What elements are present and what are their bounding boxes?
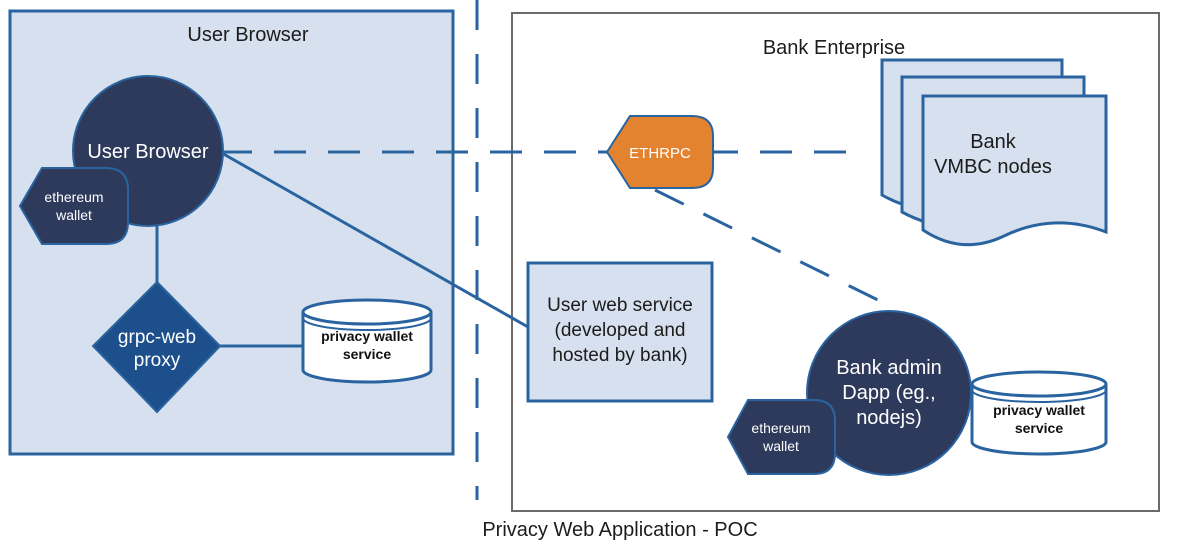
browser-to-web-service-link xyxy=(219,150,529,329)
bank-vmbc-nodes: Bank VMBC nodes xyxy=(880,58,1108,247)
bank-wallet-shape xyxy=(726,399,836,475)
user-web-service-line3: hosted by bank) xyxy=(552,345,687,366)
bank-privacy-cylinder-top xyxy=(970,370,1108,398)
bank-privacy-cylinder-body xyxy=(970,384,1108,456)
grpc-web-proxy: grpc-web proxy xyxy=(91,280,222,414)
user-privacy-cylinder-ring xyxy=(302,317,432,331)
bank-node-doc-front xyxy=(921,94,1108,247)
ethrpc-shape xyxy=(605,115,714,189)
bank-wallet-line2: wallet xyxy=(762,438,799,454)
user-privacy-line2: service xyxy=(343,346,391,362)
user-wallet-shape xyxy=(18,167,129,245)
bank-enterprise-zone-title: Bank Enterprise xyxy=(763,37,905,59)
bank-privacy-line2: service xyxy=(1015,420,1063,436)
grpc-proxy-diamond xyxy=(91,280,222,414)
bank-nodes-label-line1: Bank xyxy=(970,131,1017,153)
bank-admin-dapp: Bank admin Dapp (eg., nodejs) xyxy=(806,310,972,476)
user-web-service-line1: User web service xyxy=(547,295,693,316)
bank-wallet-line1: ethereum xyxy=(751,420,810,436)
user-web-service-line2: (developed and xyxy=(555,320,686,341)
user-web-service-box xyxy=(526,261,714,403)
user-privacy-cylinder-top xyxy=(301,298,433,326)
bank-ethereum-wallet: ethereum wallet xyxy=(726,399,836,475)
user-wallet-line2: wallet xyxy=(55,207,92,223)
bank-admin-circle xyxy=(806,310,972,476)
grpc-proxy-line1: grpc-web xyxy=(118,327,196,348)
user-browser-zone-title: User Browser xyxy=(187,24,308,46)
bank-nodes-label-line2: VMBC nodes xyxy=(934,156,1052,178)
diagram-caption: Privacy Web Application - POC xyxy=(482,519,757,541)
user-ethereum-wallet: ethereum wallet xyxy=(18,167,129,245)
bank-privacy-cylinder-ring xyxy=(971,389,1107,403)
user-web-service: User web service (developed and hosted b… xyxy=(526,261,714,403)
grpc-proxy-line2: proxy xyxy=(134,350,181,371)
user-privacy-line1: privacy wallet xyxy=(321,328,413,344)
ethrpc-endpoint: ETHRPC xyxy=(605,115,714,189)
ethrpc-to-bank-admin-dashed-link xyxy=(654,188,889,307)
user-wallet-line1: ethereum xyxy=(44,189,103,205)
bank-admin-line3: nodejs) xyxy=(856,407,922,429)
bank-privacy-line1: privacy wallet xyxy=(993,402,1085,418)
bank-admin-line1: Bank admin xyxy=(836,357,942,379)
user-privacy-cylinder-body xyxy=(301,312,433,384)
bank-privacy-wallet-service: privacy wallet service xyxy=(970,370,1108,456)
user-browser-label: User Browser xyxy=(87,141,208,163)
user-privacy-wallet-service: privacy wallet service xyxy=(301,298,433,384)
bank-admin-line2: Dapp (eg., xyxy=(842,382,935,404)
ethrpc-label: ETHRPC xyxy=(629,145,691,162)
